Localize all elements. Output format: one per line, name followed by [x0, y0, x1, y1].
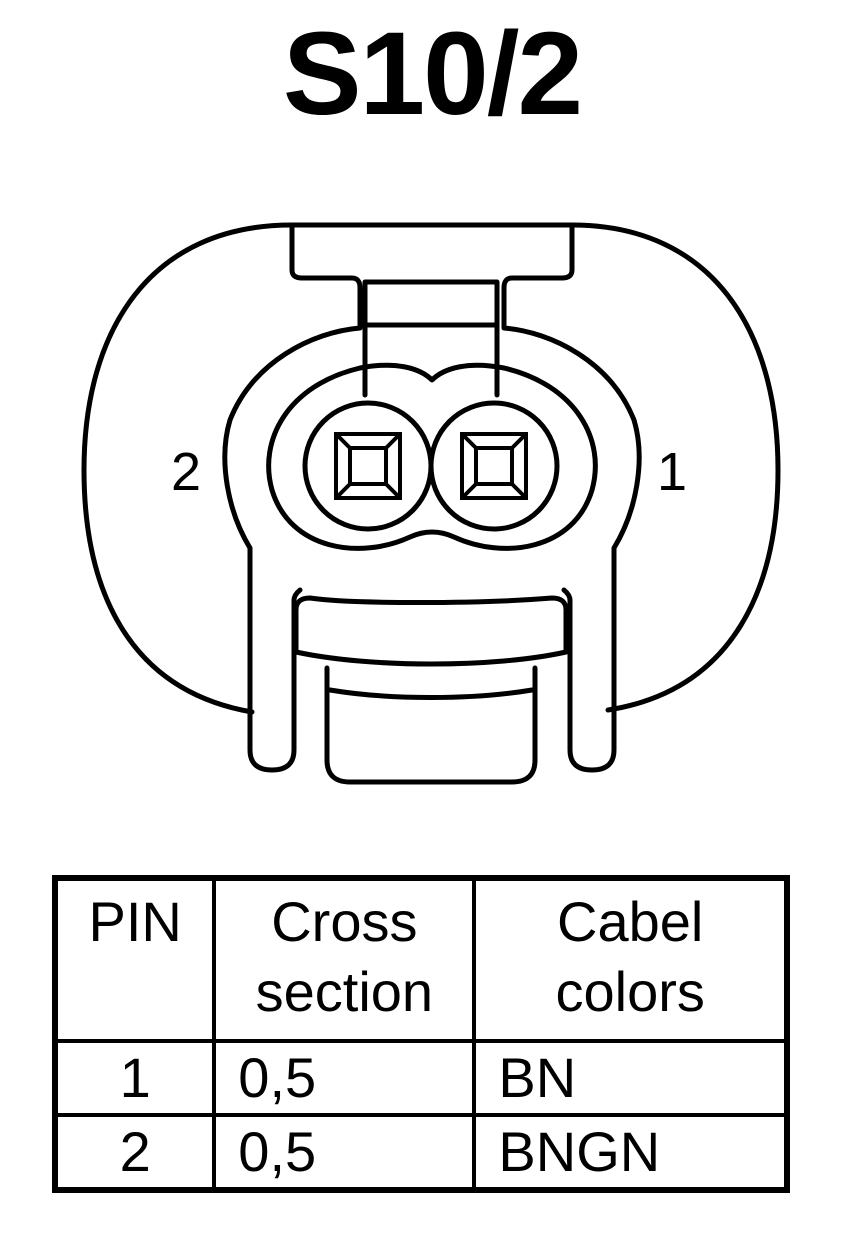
row-1-cable-color: BN [472, 1039, 789, 1117]
row-2-cable-color: BNGN [472, 1113, 789, 1192]
pin-label-2: 2 [171, 442, 201, 502]
table-header-row: PIN Cross section Cabel colors [52, 876, 789, 1043]
pin-assignment-table: PIN Cross section Cabel colors 1 0,5 BN … [52, 875, 790, 1193]
pin-1-socket [428, 400, 560, 532]
table-row: 1 0,5 BN [52, 1039, 789, 1117]
latch-bottom [293, 595, 569, 655]
pin-2-socket [302, 400, 434, 532]
locking-tab-top [222, 222, 642, 773]
pin-label-1: 1 [657, 442, 687, 502]
header-cross-section-line2: section [255, 960, 434, 1023]
pin-chamber [266, 362, 598, 551]
header-pin-line1: PIN [88, 890, 182, 953]
row-1-pin: 1 [52, 1039, 217, 1117]
row-2-cross-section: 0,5 [212, 1113, 477, 1192]
row-2-pin: 2 [52, 1113, 217, 1192]
release-button [324, 665, 538, 785]
header-cable-colors-line2: colors [555, 960, 705, 1023]
pin-1-terminal-icon [460, 432, 528, 500]
header-cross-section-line1: Cross [271, 890, 418, 953]
latch-bottom-curve [293, 649, 569, 667]
release-button-inner [327, 687, 535, 700]
header-cross-section: Cross section [212, 876, 477, 1043]
row-1-cross-section: 0,5 [212, 1039, 477, 1117]
diagram-title: S10/2 [282, 8, 583, 140]
table-row: 2 0,5 BNGN [52, 1113, 789, 1192]
housing-outline [81, 222, 781, 715]
header-pin: PIN [52, 876, 217, 1043]
pin-2-terminal-icon [334, 432, 402, 500]
connector-face-drawing: 2 1 [81, 222, 781, 785]
header-cable-colors-line1: Cabel [557, 890, 704, 953]
header-cable-colors: Cabel colors [472, 876, 789, 1043]
latch-window [362, 279, 500, 398]
